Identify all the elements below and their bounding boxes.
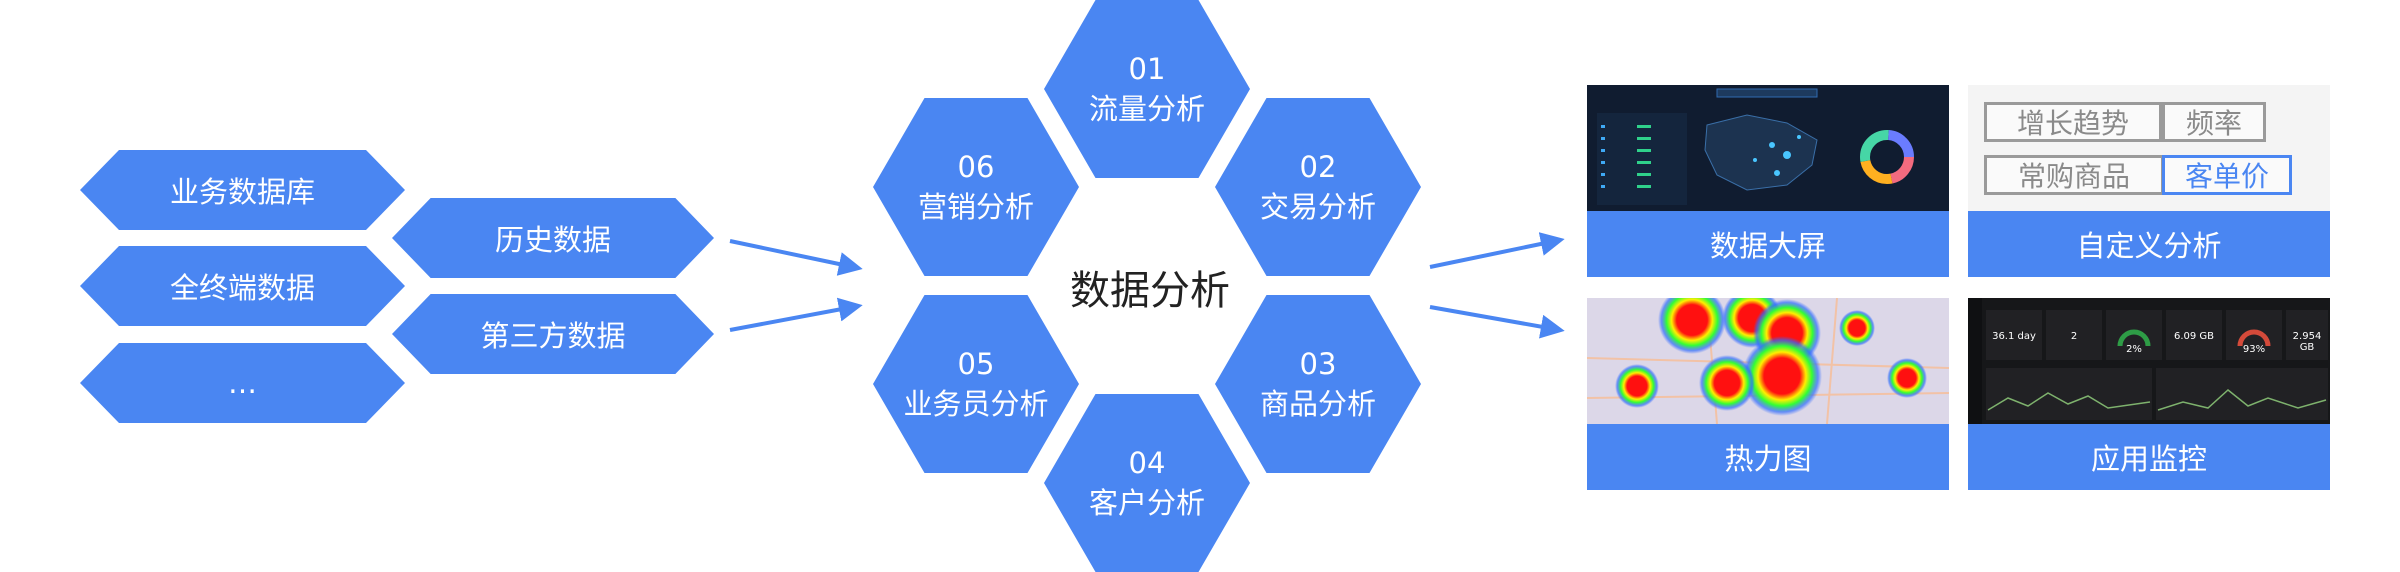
middle-label: 第三方数据 (480, 319, 626, 353)
tag-frequent-goods: 常购商品 (1984, 155, 2164, 195)
center-title: 数据分析 (1070, 268, 1230, 314)
output-dashboard: 数据大屏 (1587, 85, 1949, 277)
module-num: 03 (1299, 347, 1337, 381)
module-label: 流量分析 (1088, 92, 1205, 126)
module-label: 客户分析 (1088, 486, 1205, 520)
source-label: … (228, 366, 257, 400)
output-caption: 应用监控 (1968, 424, 2330, 490)
source-label: 全终端数据 (169, 271, 315, 305)
stat-free: 2.954 GB (2292, 331, 2322, 353)
arrow-thirdparty-to-analysis (729, 297, 863, 332)
output-heatmap: 热力图 (1587, 298, 1949, 490)
module-label: 业务员分析 (903, 387, 1049, 421)
tag-frequency: 频率 (2162, 102, 2266, 142)
module-num: 06 (957, 150, 995, 184)
module-label: 商品分析 (1259, 387, 1376, 421)
output-caption: 热力图 (1587, 424, 1949, 490)
dashboard-thumbnail (1587, 85, 1949, 211)
stat-mem-util: 93% (2242, 344, 2266, 355)
output-caption: 自定义分析 (1968, 211, 2330, 277)
arrow-analysis-to-dashboard (1429, 232, 1565, 269)
arrow-analysis-to-heatmap (1429, 305, 1565, 339)
module-label: 交易分析 (1259, 190, 1376, 224)
middle-third-party-data: 第三方数据 (392, 294, 714, 374)
source-more: … (80, 343, 405, 423)
tag-avg-order-value: 客单价 (2162, 155, 2292, 195)
module-num: 01 (1128, 52, 1166, 86)
arrow-history-to-analysis (729, 239, 863, 276)
module-02: 02 交易分析 (1215, 98, 1421, 276)
heatmap-thumbnail (1587, 298, 1949, 424)
stat-uptime: 36.1 day (1992, 331, 2036, 342)
monitoring-thumbnail (1968, 298, 2330, 424)
module-label: 营销分析 (917, 190, 1034, 224)
middle-history-data: 历史数据 (392, 198, 714, 278)
stat-count: 2 (2070, 331, 2078, 342)
stat-cpu: 2% (2126, 344, 2142, 355)
module-num: 04 (1128, 446, 1166, 480)
output-caption: 数据大屏 (1587, 211, 1949, 277)
source-business-db: 业务数据库 (80, 150, 405, 230)
module-num: 05 (957, 347, 995, 381)
middle-label: 历史数据 (494, 223, 611, 257)
stat-memory: 6.09 GB (2173, 331, 2215, 342)
source-all-terminal: 全终端数据 (80, 246, 405, 326)
module-num: 02 (1299, 150, 1337, 184)
module-01: 01 流量分析 (1044, 0, 1250, 178)
tag-growth-trend: 增长趋势 (1984, 102, 2162, 142)
output-app-monitoring: 36.1 day 2 2% 6.09 GB 93% 2.954 GB 应用监控 (1968, 298, 2330, 490)
source-label: 业务数据库 (169, 175, 315, 209)
output-custom-analysis: 增长趋势 频率 常购商品 客单价 自定义分析 (1968, 85, 2330, 277)
module-03: 03 商品分析 (1215, 295, 1421, 473)
module-04: 04 客户分析 (1044, 394, 1250, 572)
